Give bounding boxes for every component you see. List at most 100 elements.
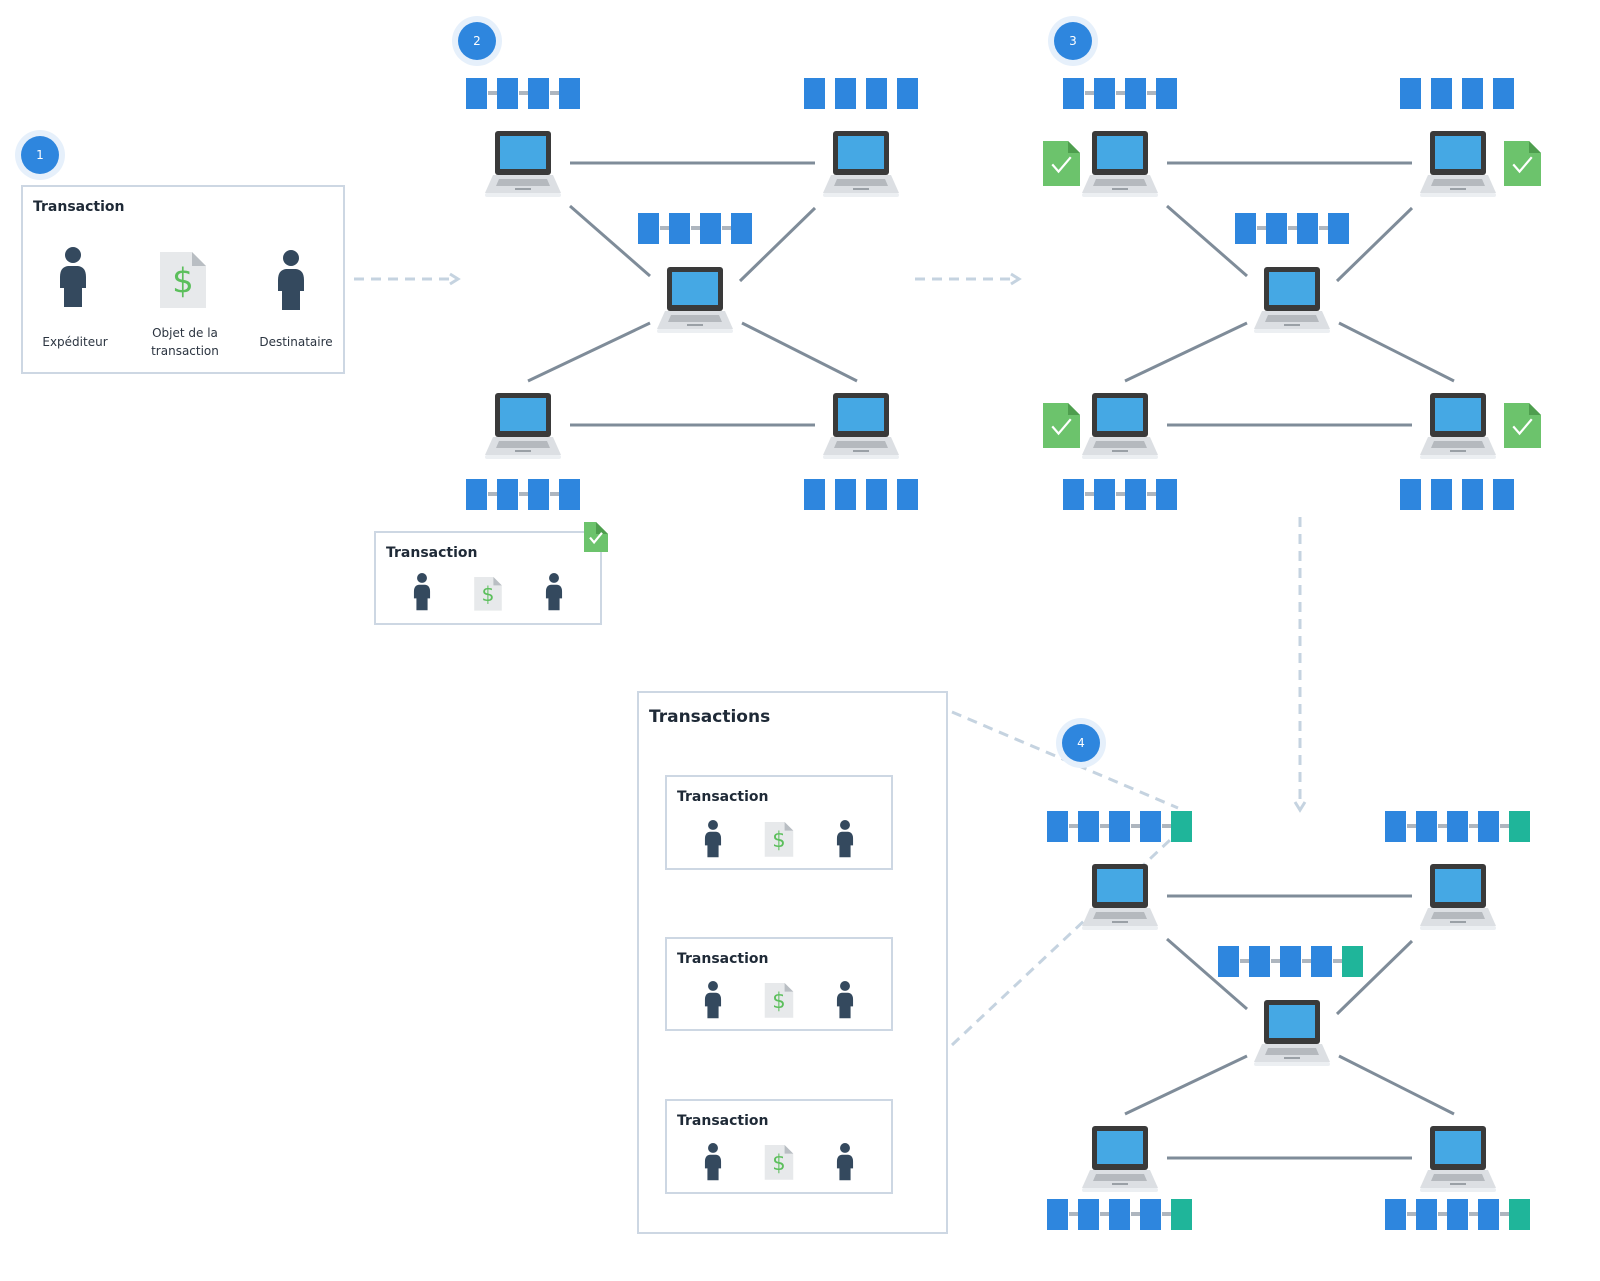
step3-laptop-tl — [1082, 131, 1158, 197]
step2-laptop-center — [657, 267, 733, 333]
step-2-badge: 2 — [458, 22, 496, 60]
step4-chain-center — [1218, 946, 1363, 977]
step3-chain-tr — [1400, 78, 1514, 109]
block — [528, 479, 549, 510]
step4-laptop-center — [1254, 1000, 1330, 1066]
block — [1462, 479, 1483, 510]
object-label: Objet de la transaction — [151, 326, 219, 358]
recipient-person-icon — [836, 1143, 854, 1181]
block — [1447, 811, 1468, 842]
dollar-document-icon: $ — [160, 252, 206, 308]
flow-arrowhead-3-4 — [1293, 801, 1307, 813]
block — [1063, 479, 1084, 510]
step3-laptop-bl — [1082, 393, 1158, 459]
step4-laptop-br — [1420, 1126, 1496, 1192]
block — [1328, 213, 1349, 244]
step3-chain-center — [1235, 213, 1349, 244]
svg-text:$: $ — [482, 582, 495, 606]
block — [1140, 1199, 1161, 1230]
block — [1218, 946, 1239, 977]
new-block — [1342, 946, 1363, 977]
block — [835, 78, 856, 109]
block — [1078, 1199, 1099, 1230]
step2-laptop-tr — [823, 131, 899, 197]
svg-text:$: $ — [172, 261, 194, 301]
block — [466, 78, 487, 109]
recipient-person-icon — [545, 573, 563, 611]
block — [1431, 78, 1452, 109]
step3-link-tr — [1335, 206, 1414, 283]
sender-person-icon — [704, 1143, 722, 1181]
step2-laptop-tl — [485, 131, 561, 197]
block — [1493, 78, 1514, 109]
block — [1385, 1199, 1406, 1230]
new-block — [1171, 1199, 1192, 1230]
block-expansion-line-top — [951, 710, 1179, 810]
sender-person-icon — [704, 820, 722, 858]
block — [897, 78, 918, 109]
sender-label: Expéditeur — [42, 335, 108, 349]
block — [559, 78, 580, 109]
step3-link-bl — [1124, 321, 1248, 383]
dollar-document-icon: $ — [474, 577, 502, 611]
block — [466, 479, 487, 510]
block-transaction-2-title: Transaction — [677, 951, 769, 967]
svg-text:$: $ — [772, 1150, 785, 1175]
block — [1416, 811, 1437, 842]
block — [1400, 78, 1421, 109]
recipient-person-icon — [836, 981, 854, 1019]
block — [559, 479, 580, 510]
check-icon — [584, 522, 608, 552]
sender-person-icon — [60, 247, 86, 307]
block — [1094, 78, 1115, 109]
step3-laptop-tr — [1420, 131, 1496, 197]
step2-chain-center — [638, 213, 752, 244]
step2-link-tr — [738, 206, 817, 283]
dollar-document-icon: $ — [764, 1145, 794, 1180]
step4-chain-br — [1385, 1199, 1530, 1230]
block — [497, 78, 518, 109]
block — [1235, 213, 1256, 244]
block — [638, 213, 659, 244]
new-block — [1509, 1199, 1530, 1230]
block — [1266, 213, 1287, 244]
block — [1400, 479, 1421, 510]
block — [669, 213, 690, 244]
block — [1109, 811, 1130, 842]
step4-chain-tr — [1385, 811, 1530, 842]
recipient-label: Destinataire — [259, 335, 333, 349]
block — [866, 78, 887, 109]
step2-chain-br — [804, 479, 918, 510]
block — [1447, 1199, 1468, 1230]
block — [1249, 946, 1270, 977]
block — [1462, 78, 1483, 109]
block — [1431, 479, 1452, 510]
step4-link-br — [1338, 1054, 1455, 1116]
block-transaction-1-title: Transaction — [677, 789, 769, 805]
block — [1156, 479, 1177, 510]
block — [897, 479, 918, 510]
step-4-badge: 4 — [1062, 724, 1100, 762]
block — [1478, 811, 1499, 842]
check-icon — [1043, 403, 1080, 448]
step4-chain-bl — [1047, 1199, 1192, 1230]
step4-chain-tl — [1047, 811, 1192, 842]
new-block — [1171, 811, 1192, 842]
step-3-badge: 3 — [1054, 22, 1092, 60]
step4-laptop-tl — [1082, 864, 1158, 930]
block — [804, 78, 825, 109]
new-block — [1509, 811, 1530, 842]
step3-link-br — [1338, 321, 1455, 383]
block — [1078, 811, 1099, 842]
step3-laptop-center — [1254, 267, 1330, 333]
step4-link-tl — [1166, 937, 1248, 1011]
block — [497, 479, 518, 510]
step3-chain-bl — [1063, 479, 1177, 510]
block — [1094, 479, 1115, 510]
block — [1156, 78, 1177, 109]
step2-link-br — [741, 321, 858, 383]
block — [1047, 811, 1068, 842]
flow-arrowhead-1-2 — [449, 272, 461, 286]
